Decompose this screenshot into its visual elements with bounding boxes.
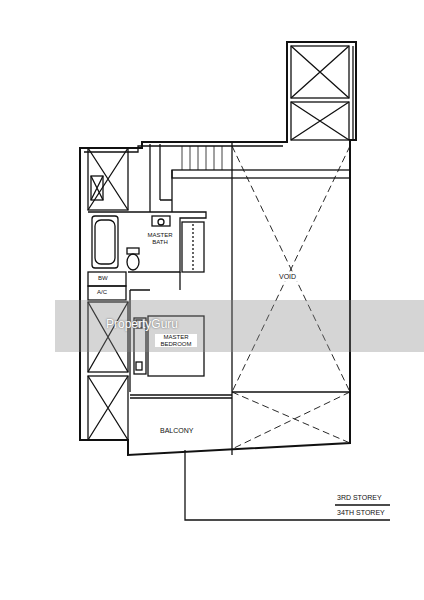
storey-label: 3RD STOREY [337,494,382,502]
room-label: VOID [278,273,297,281]
storey-label: 34TH STOREY [337,509,385,517]
room-label: A/C [97,289,107,296]
room-label: MASTER BEDROOM [155,334,197,347]
room-label: BALCONY [160,427,193,435]
room-label: MASTER BATH [142,232,178,245]
room-label: BW [98,275,108,282]
watermark: PropertyGuru [106,318,178,331]
